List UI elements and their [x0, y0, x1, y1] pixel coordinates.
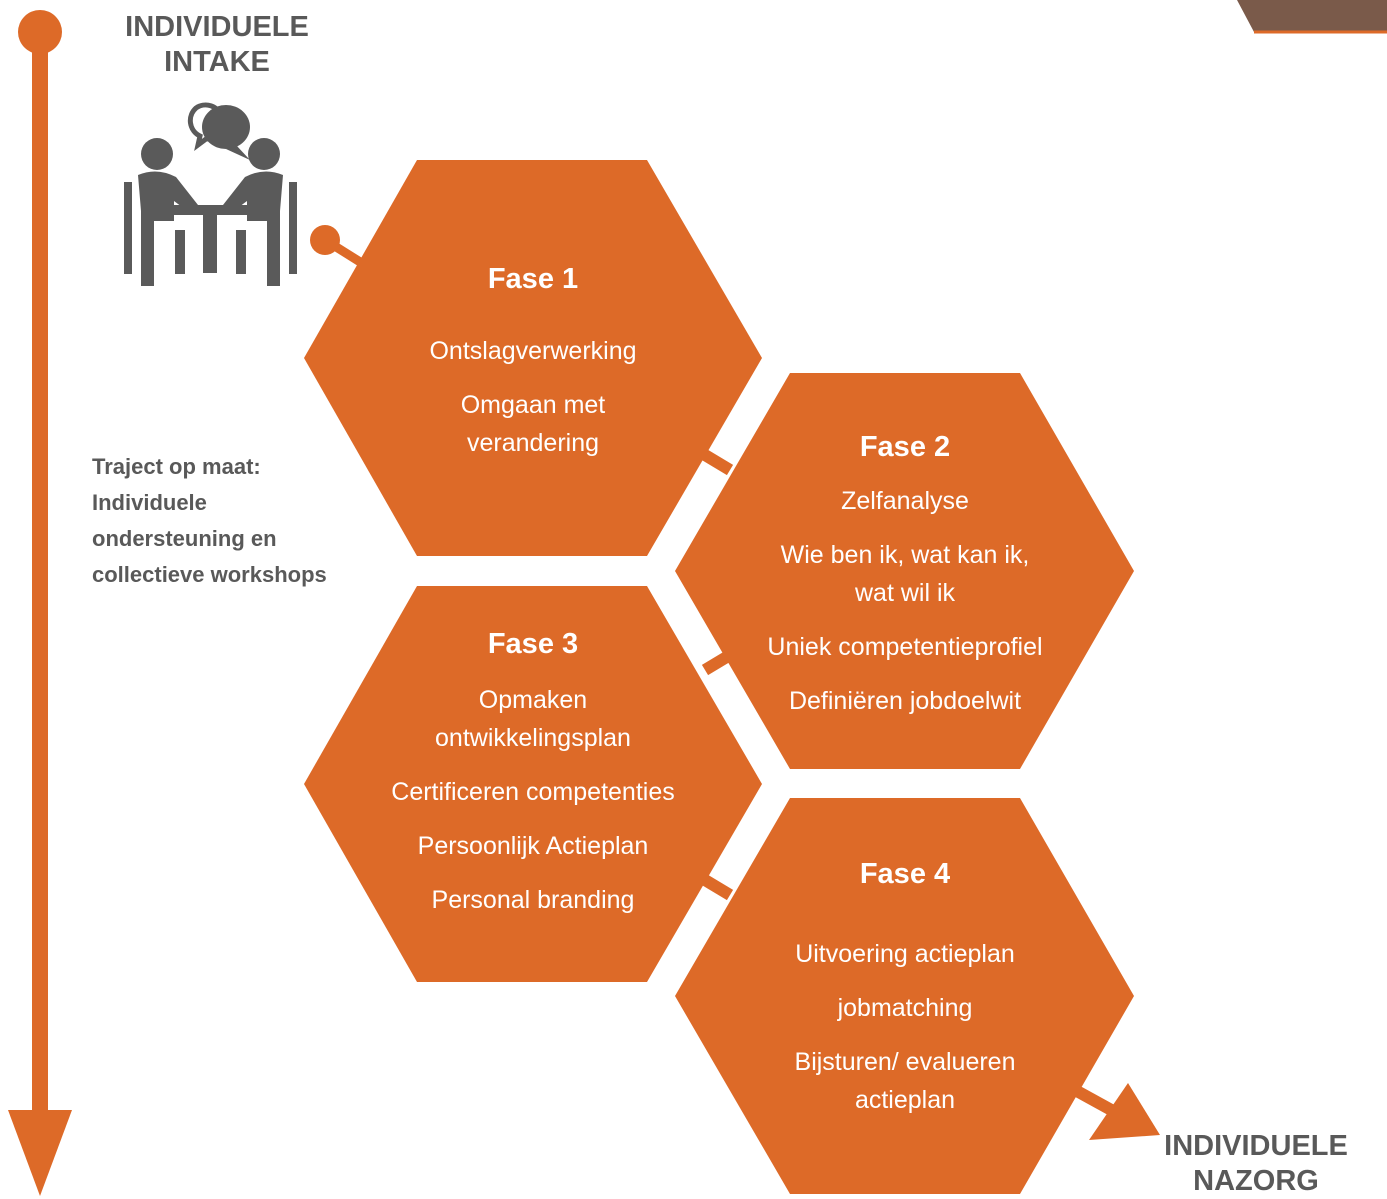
- side-note-line4: collectieve workshops: [92, 562, 327, 587]
- fase-2-title: Fase 2: [859, 431, 951, 463]
- connector-3-4: [701, 874, 734, 901]
- meeting-people-icon: [124, 102, 297, 286]
- side-note: Traject op maat: Individuele ondersteuni…: [92, 449, 392, 593]
- fase-2-item: Uniek competentieprofiel: [767, 633, 1043, 661]
- fase-4-item: Bijsturen/ evalueren: [794, 1048, 1016, 1076]
- hexagon-fase-3: [304, 586, 762, 982]
- fase-3-item: Personal branding: [431, 886, 635, 914]
- fase-4-title: Fase 4: [859, 858, 951, 890]
- fase-4-item: Uitvoering actieplan: [795, 940, 1015, 968]
- fase-3-item: ontwikkelingsplan: [435, 724, 631, 752]
- fase-4-item: actieplan: [854, 1086, 956, 1114]
- fase-3-title: Fase 3: [487, 628, 579, 660]
- timeline-line: [32, 32, 48, 1122]
- fase-3-content: Fase 3 Opmaken ontwikkelingsplan Certifi…: [363, 625, 703, 919]
- side-note-line1: Traject op maat:: [92, 454, 261, 479]
- timeline-arrowhead: [8, 1110, 72, 1196]
- hexagon-fase-4: [675, 798, 1134, 1194]
- fase-1-content: Fase 1 Ontslagverwerking Omgaan met vera…: [383, 260, 683, 462]
- intake-title-line1: INDIVIDUELE: [125, 11, 309, 43]
- fase-2-item: Zelfanalyse: [841, 487, 969, 515]
- nazorg-arrow-shaft: [1072, 1084, 1118, 1118]
- side-note-line2: Individuele: [92, 490, 207, 515]
- fase-2-item: Definiëren jobdoelwit: [788, 687, 1022, 715]
- fase-3-item: Persoonlijk Actieplan: [417, 832, 649, 860]
- nazorg-title-line1: INDIVIDUELE: [1164, 1130, 1348, 1162]
- intake-connector-dot: [310, 225, 340, 255]
- fase-4-item: jobmatching: [837, 994, 973, 1022]
- hexagon-fase-1: [304, 160, 762, 556]
- nazorg-arrowhead: [1089, 1083, 1160, 1140]
- corner-image-fragment: [1237, 0, 1387, 32]
- connector-1-2: [701, 449, 734, 476]
- fase-2-item: wat wil ik: [854, 579, 955, 607]
- fase-1-item: verandering: [466, 429, 600, 457]
- fase-1-item: Omgaan met: [460, 391, 606, 419]
- nazorg-title: INDIVIDUELE NAZORG: [1146, 1129, 1366, 1199]
- hexagon-fase-2: [675, 373, 1134, 769]
- fase-3-item: Opmaken: [478, 686, 588, 714]
- fase-1-item: Ontslagverwerking: [429, 337, 637, 365]
- fase-2-content: Fase 2 Zelfanalyse Wie ben ik, wat kan i…: [735, 428, 1075, 720]
- intake-title-line2: INTAKE: [164, 46, 270, 78]
- fase-3-item: Certificeren competenties: [391, 778, 675, 806]
- nazorg-title-line2: NAZORG: [1193, 1165, 1319, 1197]
- side-note-line3: ondersteuning en: [92, 526, 277, 551]
- fase-2-item: Wie ben ik, wat kan ik,: [780, 541, 1030, 569]
- intake-title: INDIVIDUELE INTAKE: [92, 10, 342, 80]
- fase-4-content: Fase 4 Uitvoering actieplan jobmatching …: [735, 855, 1075, 1119]
- fase-1-title: Fase 1: [487, 263, 579, 295]
